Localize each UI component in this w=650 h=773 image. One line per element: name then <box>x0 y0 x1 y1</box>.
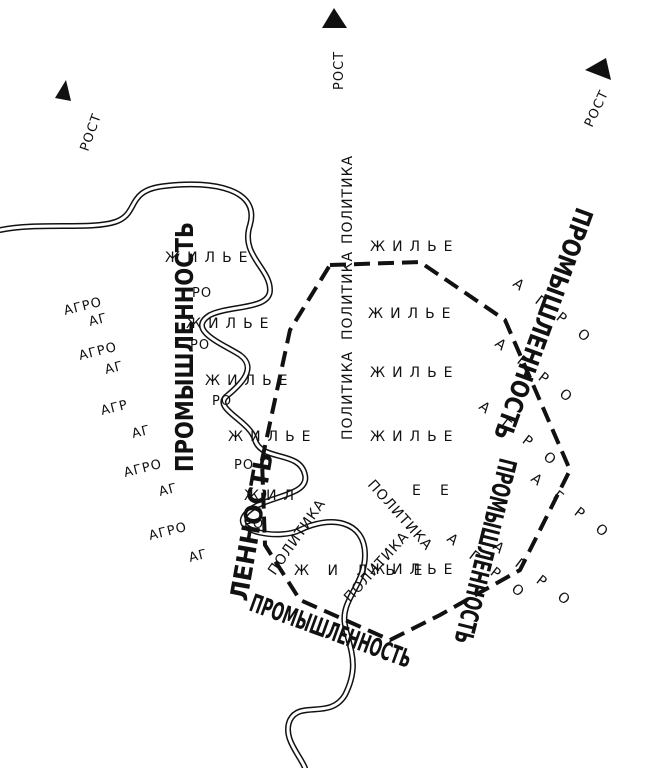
growth-arrow-right: РОСТ <box>582 58 612 130</box>
agro-label: АГ <box>103 359 125 378</box>
growth-label-center: РОСТ <box>332 51 347 90</box>
river <box>0 181 368 771</box>
city-boundary <box>259 259 573 643</box>
agro-fragment: РО <box>234 458 254 473</box>
agro-fragment: РО <box>212 394 232 409</box>
agro-diagonal: А Г Р О <box>528 471 617 545</box>
growth-arrow-icon <box>55 80 71 101</box>
agro-label: АГ <box>87 311 109 330</box>
agro-label: АГР <box>99 398 129 419</box>
housing-label: ЖИЛЬЕ <box>370 429 460 445</box>
housing-label: ЖИЛЬЕ <box>165 250 255 266</box>
growth-arrow-icon <box>322 8 347 28</box>
growth-arrow-center: РОСТ <box>322 8 347 90</box>
agro-fragment: РО <box>244 517 264 532</box>
housing-label: ЖИЛЬЕ <box>368 306 458 322</box>
industry-band-bottom: ПРОМЫШЛЕННОСТЬ <box>246 588 416 673</box>
industry-band-left: ПРОМЫШЛЕННОСТЬ <box>170 222 199 472</box>
housing-label: ЖИЛЬЕ <box>205 373 295 389</box>
agro-fragment: РО <box>192 286 212 301</box>
growth-arrow-left: РОСТ <box>55 80 105 153</box>
politics-vertical: ПОЛИТИКА <box>340 155 356 244</box>
housing-partial: Е <box>412 483 428 499</box>
housing-label: ЖИЛЬЕ <box>370 365 460 381</box>
agro-label: АГ <box>187 547 209 566</box>
housing-label: ЖИЛЬЕ <box>186 316 276 332</box>
agro-label: АГ <box>157 481 179 500</box>
growth-label-right: РОСТ <box>582 88 612 130</box>
housing-label: ЖИЛЬЕ <box>370 239 460 255</box>
politics-vertical: ПОЛИТИКА <box>340 351 356 440</box>
housing-label-cut: ЖИЛ <box>244 488 301 504</box>
agro-label: АГРО <box>147 520 188 544</box>
housing-label: ЖИЛЬЕ <box>228 429 318 445</box>
agro-fragment: РО <box>190 338 210 353</box>
growth-arrow-icon <box>585 58 611 80</box>
agro-label: АГРО <box>122 457 163 481</box>
politics-vertical: ПОЛИТИКА <box>340 251 356 340</box>
housing-partial: Е <box>440 483 456 499</box>
housing-label: ЖИЛЬЕ <box>370 562 460 578</box>
housing-tail: Ж И Л Ь Е <box>294 563 429 579</box>
agro-label: АГ <box>130 423 152 442</box>
growth-label-left: РОСТ <box>78 112 105 154</box>
